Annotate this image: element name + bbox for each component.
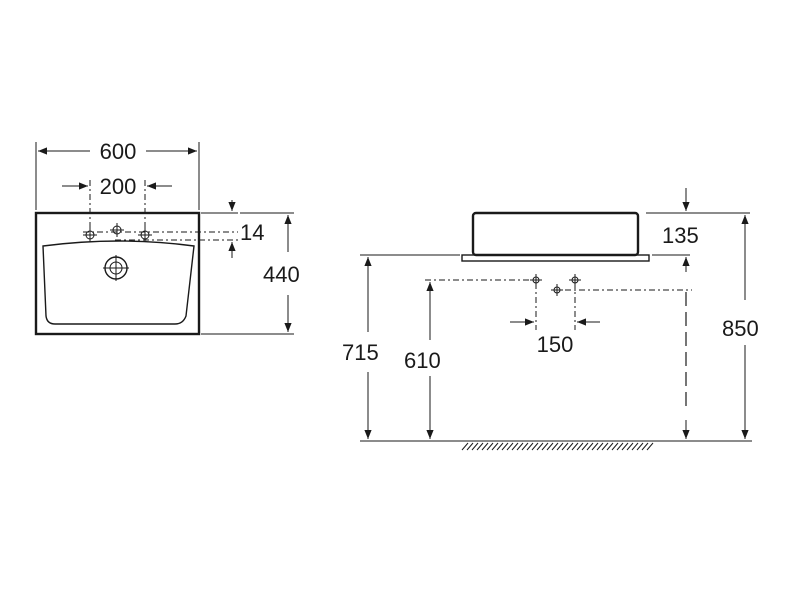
wall-tap-center-icon (551, 284, 563, 296)
countertop (461, 254, 650, 262)
wall-tap-spacing-label: 150 (537, 332, 574, 357)
floor-hatch (461, 442, 654, 451)
drain-icon (103, 255, 129, 281)
width-label: 600 (100, 139, 137, 164)
basin-height-label: 135 (662, 223, 699, 248)
outlet-height-label: 610 (404, 348, 441, 373)
basin-side (471, 211, 640, 257)
depth-label: 440 (263, 262, 300, 287)
counter-height-label: 715 (342, 340, 379, 365)
tap-hole-center-icon (110, 223, 124, 237)
side-view: 150 135 715 610 850 (342, 188, 759, 451)
basin-outline (34, 211, 201, 336)
overall-height-label: 850 (722, 316, 759, 341)
basin-bowl (42, 240, 195, 325)
tap-spacing-label: 200 (100, 174, 137, 199)
tap-hole-left-icon (83, 228, 97, 242)
top-view: 600 200 14 440 (34, 139, 300, 336)
rim-offset-label: 14 (240, 220, 264, 245)
